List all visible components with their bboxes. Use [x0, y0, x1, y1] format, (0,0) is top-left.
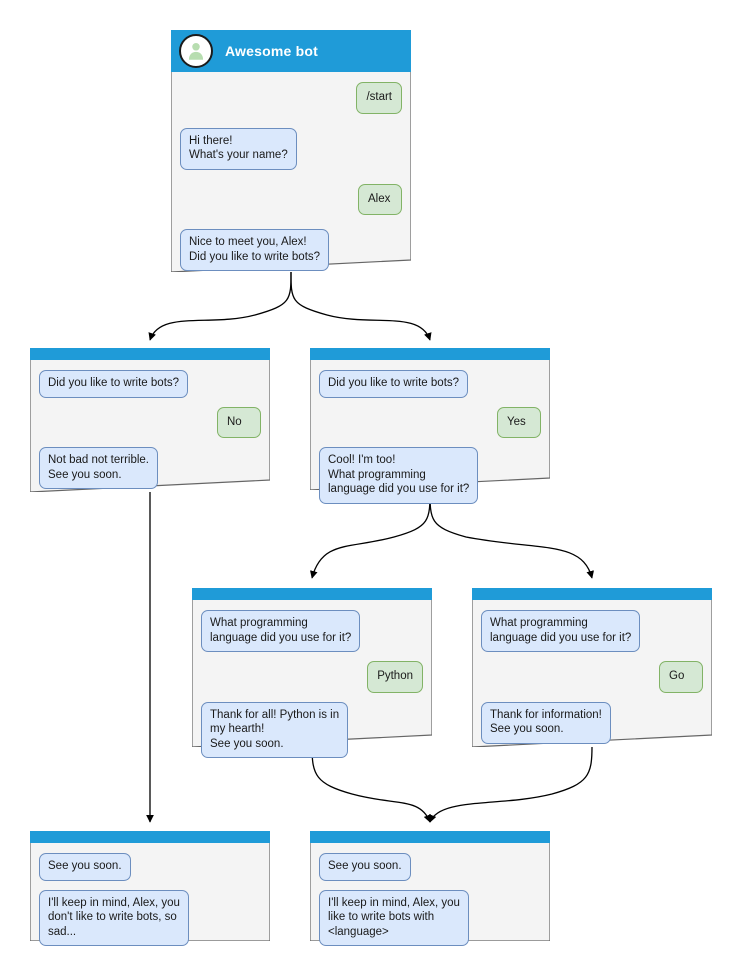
node-lang-go[interactable]: What programming language did you use fo…	[472, 588, 712, 747]
chat-bubble-bot: Cool! I'm too! What programming language…	[319, 447, 479, 504]
person-avatar-icon	[179, 34, 213, 68]
chat-bubble-user: /start	[356, 82, 402, 114]
chat-bubble-bot: Thank for information! See you soon.	[481, 701, 611, 744]
chat-bubble-bot: Did you like to write bots?	[39, 370, 189, 398]
chat-bubble-bot: See you soon.	[319, 853, 411, 881]
edge-python-to-end-happy	[311, 746, 432, 823]
node-answer-no[interactable]: Did you like to write bots? No Not bad n…	[30, 348, 270, 492]
chat-bubble-bot: Did you like to write bots?	[319, 370, 469, 398]
edge-go-to-end-happy	[429, 746, 593, 823]
node-end-sad-chat: See you soon. I'll keep in mind, Alex, y…	[30, 843, 270, 946]
node-lang-python-chat: What programming language did you use fo…	[192, 600, 432, 758]
node-end-happy-chat: See you soon. I'll keep in mind, Alex, y…	[310, 843, 550, 946]
node-lang-go-chat: What programming language did you use fo…	[472, 600, 712, 744]
node-end-sad[interactable]: See you soon. I'll keep in mind, Alex, y…	[30, 831, 270, 946]
chat-bubble-user: Alex	[358, 183, 402, 215]
node-answer-yes-chat: Did you like to write bots? Yes Cool! I'…	[310, 360, 550, 504]
node-answer-no-titlebar	[30, 348, 270, 360]
node-lang-python-titlebar	[192, 588, 432, 600]
node-answer-no-chat: Did you like to write bots? No Not bad n…	[30, 360, 270, 489]
node-answer-yes[interactable]: Did you like to write bots? Yes Cool! I'…	[310, 348, 550, 504]
edge-start-to-no	[148, 271, 292, 341]
edge-start-to-yes	[290, 271, 432, 341]
chat-bubble-user: Python	[367, 661, 423, 693]
chat-bubble-bot: What programming language did you use fo…	[201, 610, 361, 652]
node-lang-go-titlebar	[472, 588, 712, 600]
node-start-titlebar: Awesome bot	[171, 30, 411, 72]
node-end-sad-titlebar	[30, 831, 270, 843]
chat-bubble-user: Yes	[497, 406, 541, 438]
node-end-happy-titlebar	[310, 831, 550, 843]
chat-bubble-bot: Not bad not terrible. See you soon.	[39, 447, 159, 489]
chat-bubble-bot: Thank for all! Python is in my hearth! S…	[201, 701, 349, 758]
chat-bubble-bot: I'll keep in mind, Alex, you like to wri…	[319, 889, 469, 946]
node-lang-python[interactable]: What programming language did you use fo…	[192, 588, 432, 758]
chat-bubble-bot: What programming language did you use fo…	[481, 610, 641, 652]
node-answer-yes-titlebar	[310, 348, 550, 360]
bot-title: Awesome bot	[225, 43, 318, 59]
node-end-happy[interactable]: See you soon. I'll keep in mind, Alex, y…	[310, 831, 550, 946]
node-start[interactable]: Awesome bot /start Hi there! What's your…	[171, 30, 411, 272]
chat-bubble-user: No	[217, 406, 261, 438]
chat-bubble-bot: Hi there! What's your name?	[180, 127, 297, 170]
node-start-chat: /start Hi there! What's your name? Alex …	[171, 72, 411, 271]
chat-bubble-bot: See you soon.	[39, 853, 131, 881]
chat-bubble-user: Go	[659, 661, 703, 693]
chat-bubble-bot: I'll keep in mind, Alex, you don't like …	[39, 889, 189, 946]
chat-bubble-bot: Nice to meet you, Alex! Did you like to …	[180, 229, 330, 271]
